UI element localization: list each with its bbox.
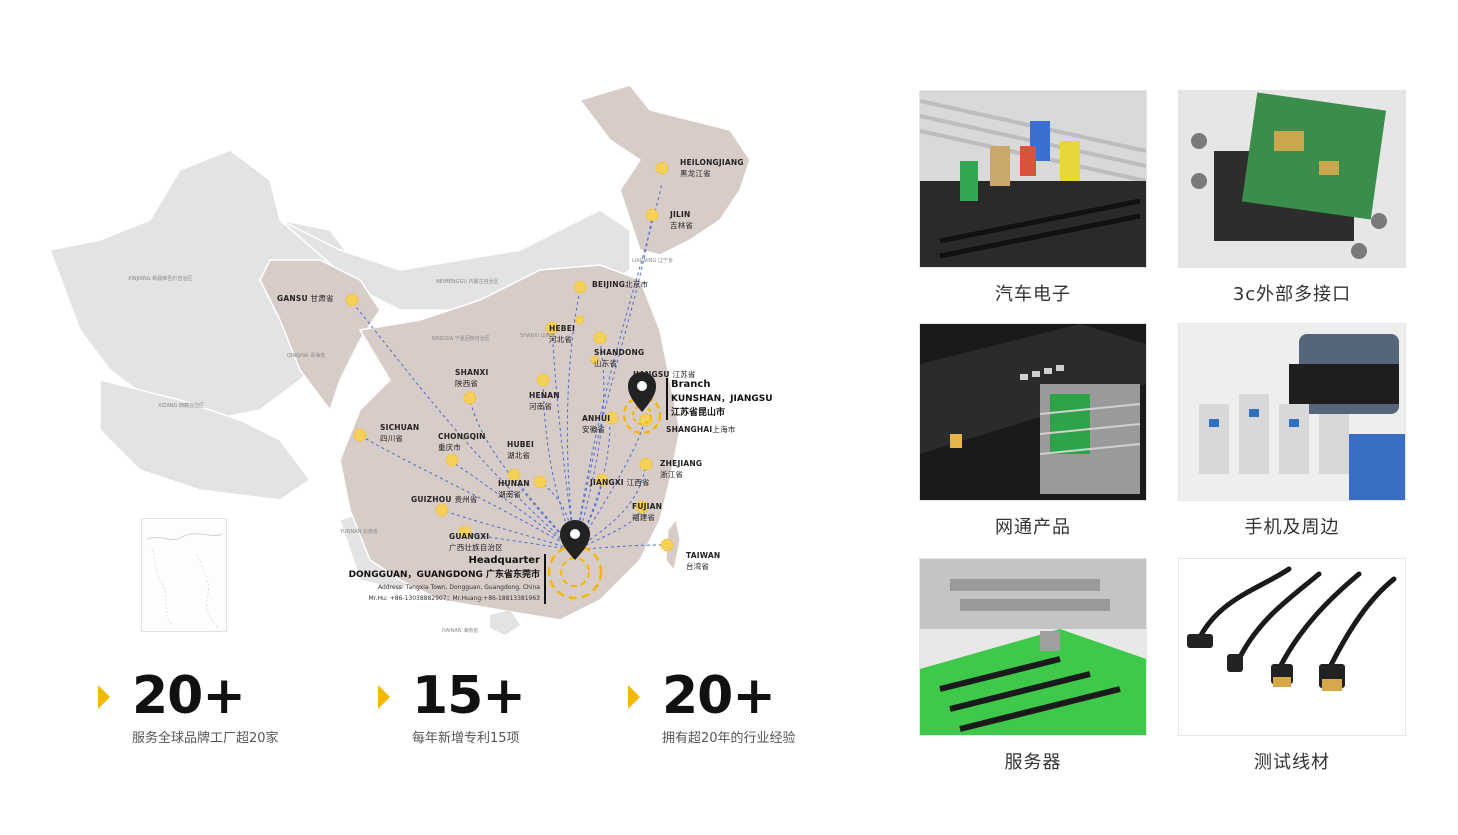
product-test-cables[interactable]: 测试线材: [1178, 558, 1406, 774]
product-image-test-cables: [1178, 558, 1406, 736]
product-caption: 手机及周边: [1244, 517, 1340, 538]
product-caption: 服务器: [1004, 752, 1062, 773]
hainan-island: [490, 610, 520, 635]
branch-location-cn: 江苏省昆山市: [671, 408, 726, 418]
stat-label: 服务全球品牌工厂超20家: [132, 731, 279, 746]
product-network[interactable]: 网通产品: [919, 323, 1147, 539]
branch-info: Branch KUNSHAN，JIANGSU 江苏省昆山市: [666, 378, 773, 420]
stat-label: 每年新增专利15项: [412, 731, 520, 746]
map-graphic: [48, 84, 751, 635]
label-jiangsu: JIANGSU 江苏省: [633, 370, 696, 379]
south-china-sea-inset: [141, 518, 227, 632]
product-caption: 汽车电子: [995, 284, 1071, 305]
product-image-mobile: [1178, 323, 1406, 501]
product-caption: 网通产品: [995, 517, 1071, 538]
product-caption: 测试线材: [1254, 752, 1330, 773]
product-server[interactable]: 服务器: [919, 558, 1147, 774]
gray-label-ningxia: NINGXIA 宁夏回族自治区: [432, 336, 490, 342]
branch-marker: [622, 372, 662, 435]
gray-label-qinghai: QINGHAI 青海省: [287, 353, 326, 359]
product-automotive[interactable]: 汽车电子: [919, 90, 1147, 306]
label-shanghai: SHANGHAI上海市: [666, 425, 736, 434]
label-jiangxi: JIANGXI 江西省: [590, 478, 650, 487]
hq-title: Headquarter: [468, 555, 540, 566]
product-image-automotive: [919, 90, 1147, 268]
product-caption: 3c外部多接口: [1232, 284, 1352, 305]
gray-label-yunnan: YUNNAN 云南省: [340, 529, 378, 535]
product-image-server: [919, 558, 1147, 736]
hq-location: DONGGUAN，GUANGDONG 广东省东莞市: [348, 570, 540, 580]
headquarter-info: Headquarter DONGGUAN，GUANGDONG 广东省东莞市 Ad…: [323, 554, 546, 604]
hq-contacts: Mr.Hu: +86-13038882907；Mr.Huang:+86-1881…: [368, 595, 540, 602]
product-3c-interfaces[interactable]: 3c外部多接口: [1178, 90, 1406, 306]
gray-label-shanxi-gray: SHANXI 山西省: [520, 333, 556, 339]
product-image-3c-interfaces: [1178, 90, 1406, 268]
label-gansu: GANSU 甘肃省: [277, 294, 334, 303]
gray-region-tibet: [99, 379, 312, 501]
gray-label-hainan: HAINAN 海南省: [442, 628, 479, 634]
stat-arrow-icon: [378, 685, 390, 709]
province-central: [339, 264, 681, 621]
stat-value: 20+: [132, 666, 246, 726]
label-guizhou: GUIZHOU 贵州省: [411, 495, 478, 504]
gray-label-neimenggu: NEIMENGGU 内蒙古自治区: [436, 279, 499, 285]
label-beijing: BEIJING北京市: [592, 280, 649, 289]
hq-marker: [547, 520, 603, 600]
gray-label-liaoning: LIAONING 辽宁省: [632, 258, 673, 264]
stat-value: 15+: [412, 666, 526, 726]
product-image-network: [919, 323, 1147, 501]
product-mobile[interactable]: 手机及周边: [1178, 323, 1406, 539]
hq-address: Address: Tangxia Town, Dongguan, Guangdo…: [377, 584, 540, 591]
branch-location: KUNSHAN，JIANGSU: [671, 394, 773, 404]
gray-label-xizang: XIZANG 西藏自治区: [158, 403, 204, 409]
stat-label: 拥有超20年的行业经验: [662, 731, 796, 746]
gray-label-xinjiang: XINJIANG 新疆维吾尔自治区: [128, 276, 193, 282]
branch-title: Branch: [671, 379, 711, 390]
stat-arrow-icon: [98, 685, 110, 709]
stat-arrow-icon: [628, 685, 640, 709]
gray-region-north: [279, 209, 631, 311]
location-dots: [345, 161, 674, 552]
stat-value: 20+: [662, 666, 776, 726]
